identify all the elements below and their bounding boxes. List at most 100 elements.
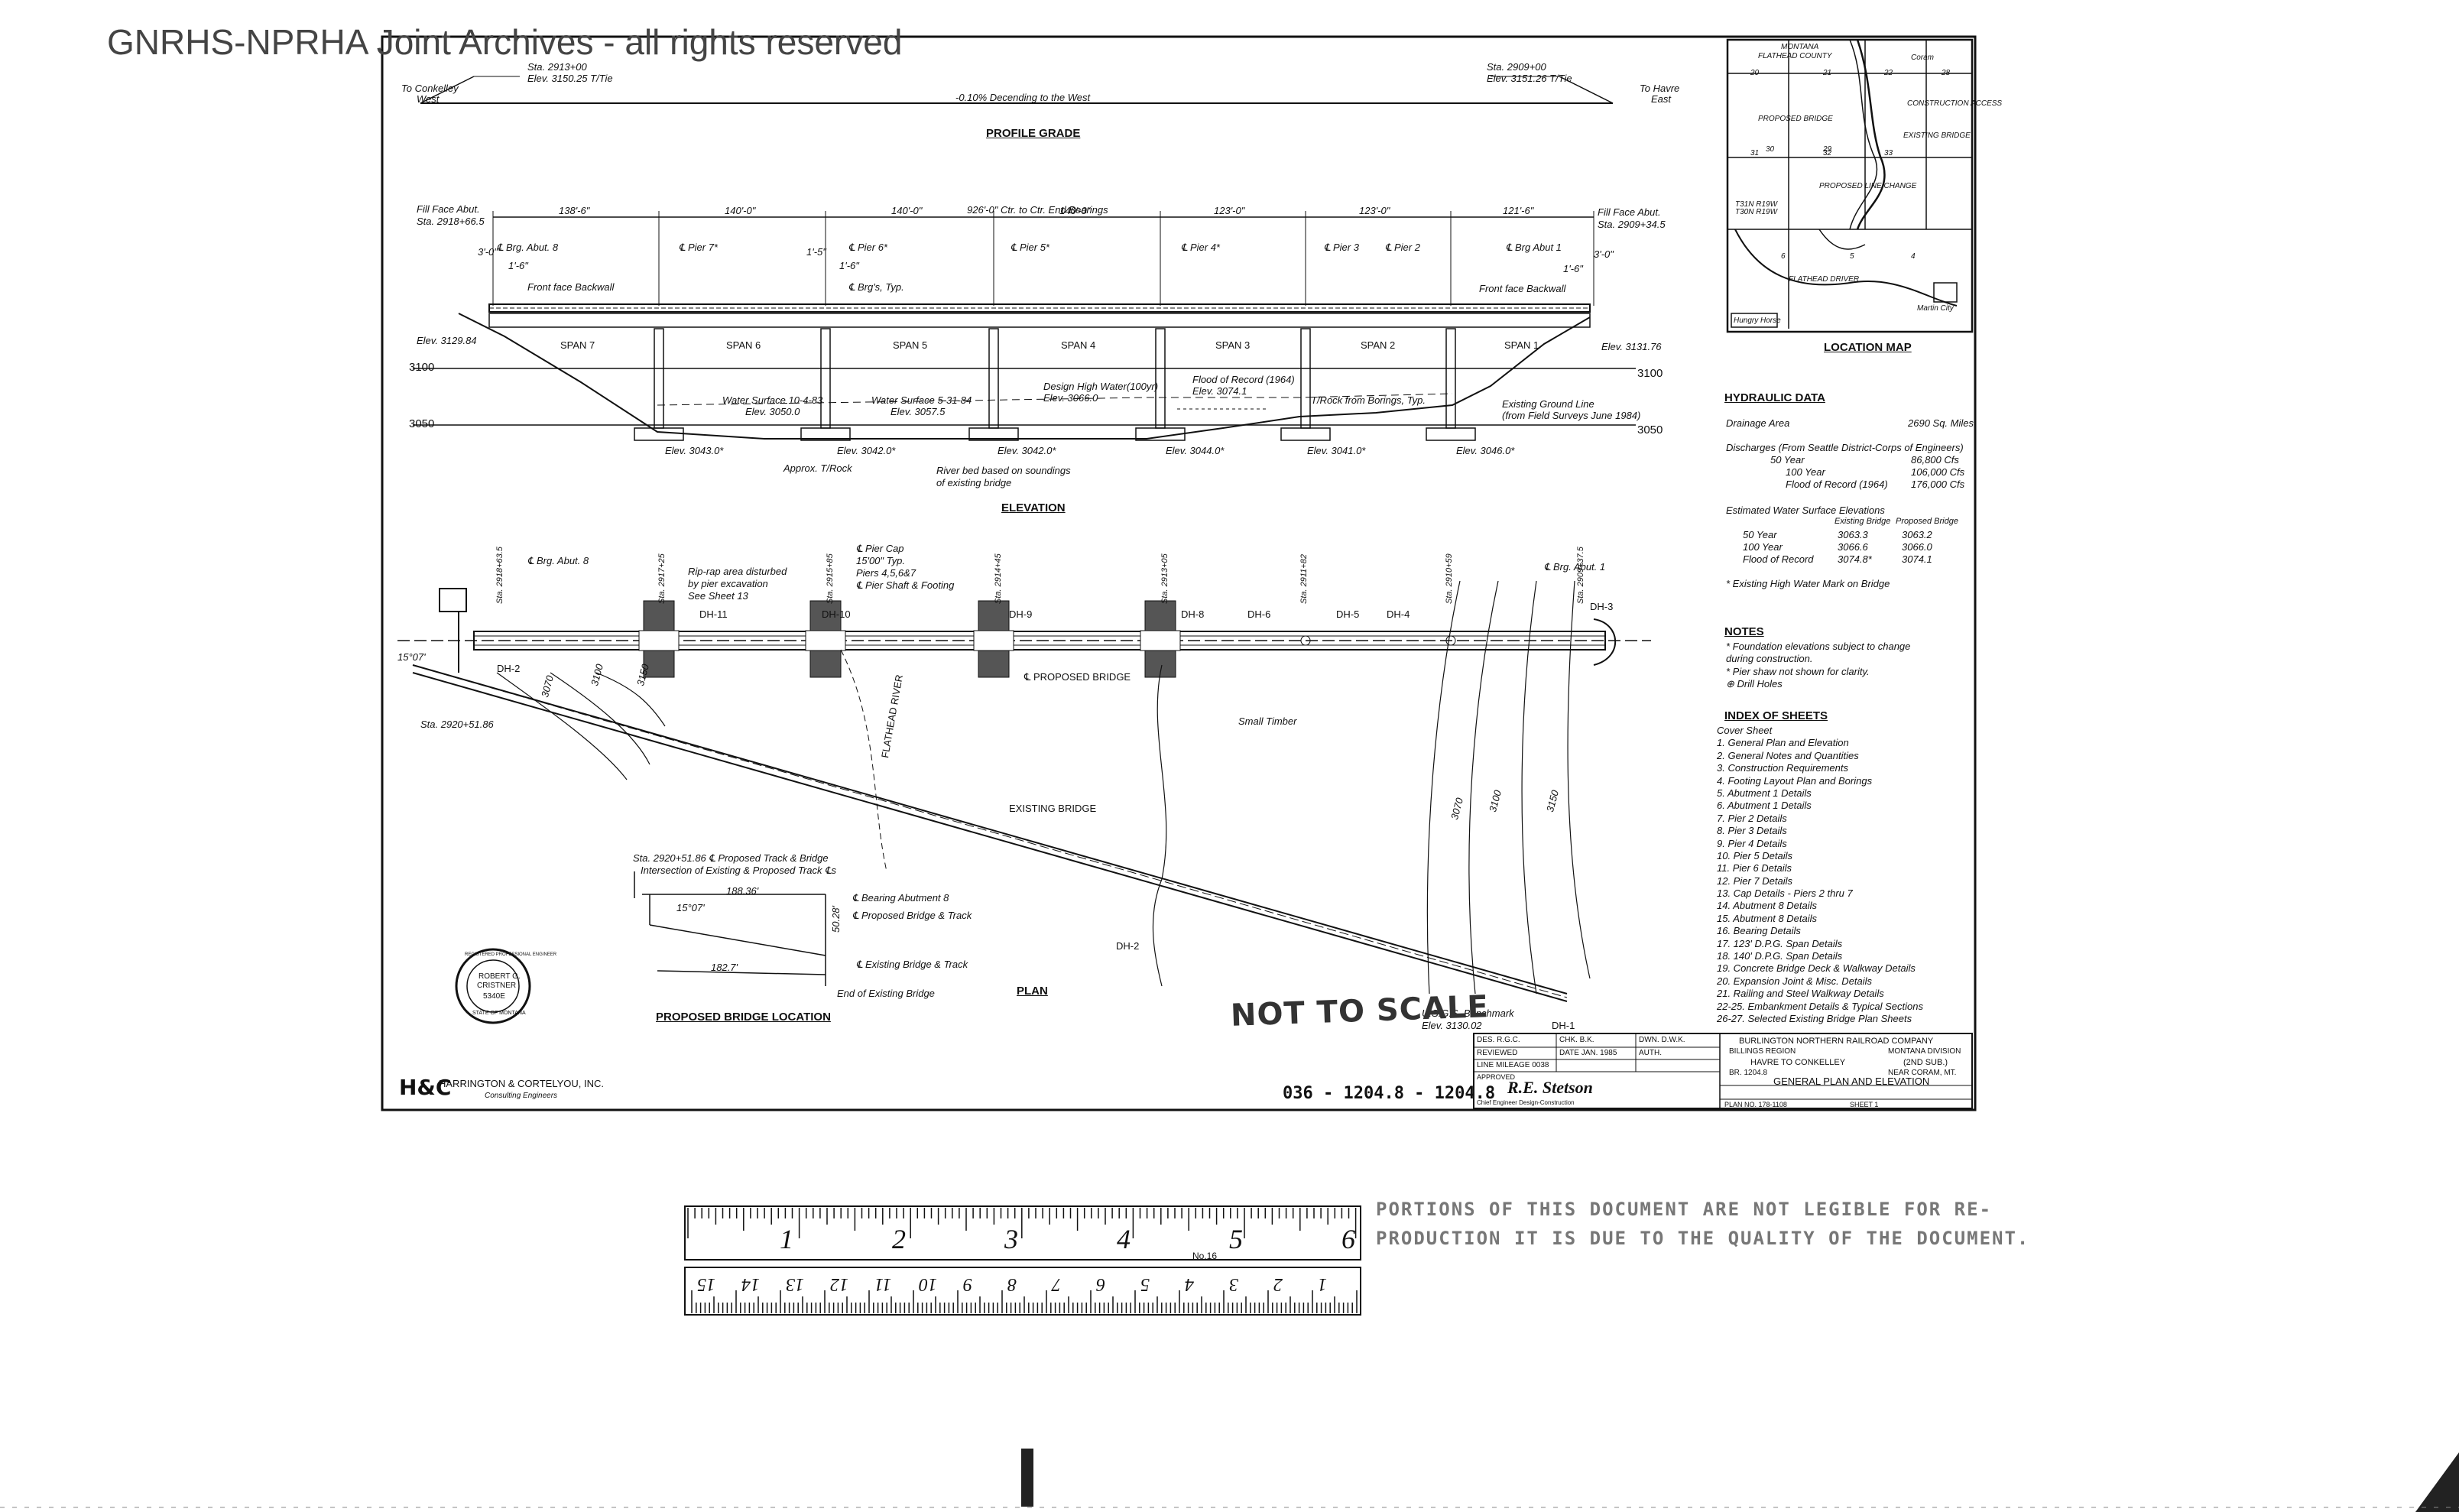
drill-hole: DH-8 xyxy=(1181,608,1205,620)
tb-division: MONTANA DIVISION xyxy=(1888,1047,1961,1056)
design-high-water: Design High Water(100yr) xyxy=(1043,381,1159,392)
cm-number: 2 xyxy=(1273,1274,1283,1294)
cm-number: 11 xyxy=(874,1274,892,1294)
index-item: 21. Railing and Steel Walkway Details xyxy=(1717,988,1884,1000)
pier-plan xyxy=(1300,635,1311,646)
span-dimension: 123'-0" xyxy=(1359,205,1390,216)
inch-number: 2 xyxy=(892,1224,906,1254)
pier-shaft: ℄ Pier Shaft & Footing xyxy=(856,579,955,591)
inch-number: 1 xyxy=(780,1224,793,1254)
drill-hole: DH-5 xyxy=(1336,608,1360,620)
station: Sta. 2914+45 xyxy=(994,553,1003,604)
map-section: 32 xyxy=(1823,149,1832,157)
elevation-title: ELEVATION xyxy=(1001,501,1066,514)
seal-bottom: STATE OF MONTANA xyxy=(472,1011,526,1016)
archive-watermark: GNRHS-NPRHA Joint Archives - all rights … xyxy=(107,22,903,62)
index-item: 26-27. Selected Existing Bridge Plan She… xyxy=(1717,1012,1912,1024)
discharges: Discharges (From Seattle District-Corps … xyxy=(1726,442,1964,453)
pier-cap-plan xyxy=(805,630,846,651)
map-label: Coram xyxy=(1911,54,1935,62)
existing-ground-2: (from Field Surveys June 1984) xyxy=(1502,410,1641,421)
pier-plan xyxy=(1445,635,1456,646)
profile-to-right: To Havre xyxy=(1640,83,1680,94)
map-label: EXISTING BRIDGE xyxy=(1903,131,1971,140)
usgs-benchmark-elev: Elev. 3130.02 xyxy=(1422,1020,1482,1031)
profile-right-station: Sta. 2909+00 xyxy=(1487,61,1546,73)
dim-1-6-left: 1'-6" xyxy=(508,260,528,271)
note-item: during construction. xyxy=(1726,653,1813,665)
station: Sta. 2910+59 xyxy=(1445,553,1454,604)
profile-grade-text: -0.10% Decending to the West xyxy=(955,92,1091,103)
riprap-1: Rip-rap area disturbed xyxy=(688,566,787,577)
span-dimension: 123'-0" xyxy=(1214,205,1245,216)
loc-sketch-line1: Sta. 2920+51.86 ℄ Proposed Track & Bridg… xyxy=(633,852,829,864)
ws-col2: Proposed Bridge xyxy=(1896,517,1958,526)
index-item: 16. Bearing Details xyxy=(1717,925,1801,937)
inch-number: 6 xyxy=(1341,1224,1355,1254)
seal-name2: CRISTNER xyxy=(477,982,517,990)
footing-elev: Elev. 3042.0* xyxy=(998,445,1056,456)
map-label: PROPOSED LINE CHANGE xyxy=(1819,182,1917,190)
pier-shaft xyxy=(1155,328,1166,429)
notes-list: * Foundation elevations subject to chang… xyxy=(1726,641,1910,691)
inch-number: 3 xyxy=(1004,1224,1018,1254)
ws-row-proposed: 3074.1 xyxy=(1902,553,1932,565)
cm-number: 6 xyxy=(1096,1274,1105,1294)
drainage-value: 2690 Sq. Miles xyxy=(1908,417,1974,429)
drill-hole: DH-2 xyxy=(1116,940,1140,952)
map-section: 29 xyxy=(1823,145,1832,154)
cm-number: 10 xyxy=(919,1274,937,1294)
map-label: PROPOSED BRIDGE xyxy=(1758,115,1833,123)
station: Sta. 2911+82 xyxy=(1299,554,1309,604)
approx-trock: Approx. T/Rock xyxy=(783,462,852,474)
riverbed-note-2: of existing bridge xyxy=(936,477,1012,488)
small-timber: Small Timber xyxy=(1238,715,1297,727)
design-high-water-elev: Elev. 3066.0 xyxy=(1043,392,1098,404)
pier-footing xyxy=(968,427,1019,441)
water-surface-1-elev: Elev. 3050.0 xyxy=(745,406,800,417)
pier-footing xyxy=(634,427,684,441)
pier-label: ℄ Brg Abut 1 xyxy=(1506,242,1562,253)
span-label: SPAN 5 xyxy=(893,339,928,351)
fill-face-right: Fill Face Abut. xyxy=(1598,206,1661,218)
loc-sketch-dim1: 188.36' xyxy=(726,885,759,897)
map-section: 31 xyxy=(1750,149,1760,157)
dim-1-6-mid: 1'-6" xyxy=(839,260,859,271)
profile-right-elev: Elev. 3151.26 T/Tie xyxy=(1487,73,1572,84)
riprap-2: by pier excavation xyxy=(688,578,768,589)
engineer-seal-ring xyxy=(455,948,531,1024)
map-label: FLATHEAD COUNTY xyxy=(1758,52,1832,60)
loc-sketch-end-exist: End of Existing Bridge xyxy=(837,988,935,999)
tb-des: DES. R.G.C. xyxy=(1477,1036,1520,1044)
usgs-benchmark: U.S.G.S. Benchmark xyxy=(1422,1007,1514,1019)
tb-region: BILLINGS REGION xyxy=(1729,1047,1796,1056)
trock-borings: T/Rock from Borings, Typ. xyxy=(1311,394,1426,406)
front-face-right: Front face Backwall xyxy=(1479,283,1566,294)
drainage-label: Drainage Area xyxy=(1726,417,1790,429)
ws-row-proposed: 3063.2 xyxy=(1902,529,1932,540)
tb-line-mileage: LINE MILEAGE 0038 xyxy=(1477,1061,1549,1069)
drawing-number: 036 - 1204.8 - 1204.8 xyxy=(1283,1084,1496,1103)
footing-elev: Elev. 3042.0* xyxy=(837,445,896,456)
pier-label: ℄ Pier 7* xyxy=(679,242,718,253)
station: Sta. 2913+05 xyxy=(1160,553,1169,604)
title-block-frame xyxy=(1473,1033,1973,1109)
tb-route: HAVRE TO CONKELLEY xyxy=(1750,1058,1846,1067)
pier-footing xyxy=(800,427,851,441)
pier-footing xyxy=(1426,427,1476,441)
grid-3050-left: 3050 xyxy=(409,417,435,430)
map-section: 20 xyxy=(1750,69,1760,77)
drill-hole: DH-2 xyxy=(497,663,521,674)
profile-to-left-dir: West xyxy=(417,93,440,105)
seal-top: REGISTERED PROFESSIONAL ENGINEER xyxy=(465,952,557,957)
pier-label: ℄ Pier 2 xyxy=(1385,242,1420,253)
map-section: 30 xyxy=(1766,145,1775,154)
elev-left: Elev. 3129.84 xyxy=(417,335,477,346)
disclaimer-line2: PRODUCTION IT IS DUE TO THE QUALITY OF T… xyxy=(1376,1228,2030,1249)
map-label: T31N R19W xyxy=(1735,200,1778,209)
index-item: 3. Construction Requirements xyxy=(1717,762,1848,774)
pier-shaft xyxy=(654,328,664,429)
disclaimer-line1: PORTIONS OF THIS DOCUMENT ARE NOT LEGIBL… xyxy=(1376,1199,1993,1220)
q50v: 86,800 Cfs xyxy=(1911,454,1959,466)
